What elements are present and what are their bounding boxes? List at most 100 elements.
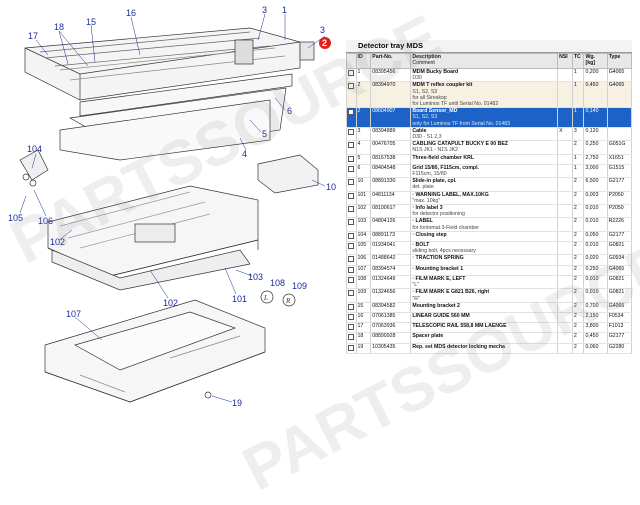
row-checkbox-cell[interactable] <box>346 164 357 179</box>
row-checkbox[interactable] <box>348 276 354 283</box>
cell-description: TELESCOPIC RAIL 558,8 MM LAENGE <box>410 322 559 334</box>
cell-type: G0821 <box>606 275 632 290</box>
row-checkbox-cell[interactable] <box>346 343 357 354</box>
cell-part-no: 08604907 <box>370 107 412 128</box>
row-checkbox-cell[interactable] <box>346 140 357 155</box>
row-checkbox[interactable] <box>348 155 354 162</box>
row-checkbox[interactable] <box>348 303 354 310</box>
description-text: Grid 15/80, F115cm, compl. <box>412 164 479 171</box>
row-checkbox-cell[interactable] <box>346 191 357 206</box>
cell-tc: 2 <box>571 343 585 354</box>
cell-type: G2177 <box>606 177 632 192</box>
comment-text: F115cm, 15/80 <box>412 171 447 178</box>
row-checkbox[interactable] <box>348 324 354 331</box>
cell-nsi <box>557 254 573 266</box>
row-checkbox[interactable] <box>348 290 354 297</box>
row-checkbox-cell[interactable] <box>346 127 357 142</box>
row-checkbox-cell[interactable] <box>346 254 357 266</box>
description-text: · Mounting bracket 1 <box>412 265 464 272</box>
row-checkbox-cell[interactable] <box>346 231 357 243</box>
cell-weight: 0,060 <box>583 343 608 354</box>
row-checkbox[interactable] <box>348 344 354 351</box>
row-checkbox[interactable] <box>348 334 354 341</box>
description-text: · Info label 3 <box>412 205 443 212</box>
row-checkbox-cell[interactable] <box>346 265 357 276</box>
col-weight[interactable]: Wg. [kg] <box>583 53 608 69</box>
row-checkbox-cell[interactable] <box>346 204 357 219</box>
cell-tc: 2 <box>571 312 585 324</box>
row-checkbox-cell[interactable] <box>346 275 357 290</box>
cell-nsi <box>557 241 573 256</box>
row-checkbox[interactable] <box>348 256 354 263</box>
row-checkbox[interactable] <box>348 266 354 273</box>
row-checkbox-cell[interactable] <box>346 81 357 109</box>
cell-description: · FILM MARK E G821 B26, right"R" <box>410 288 559 303</box>
slide-in-plate-small <box>257 154 319 194</box>
row-checkbox[interactable] <box>348 83 354 90</box>
row-checkbox[interactable] <box>348 206 354 213</box>
row-checkbox-cell[interactable] <box>346 312 357 324</box>
row-checkbox[interactable] <box>348 313 354 320</box>
row-checkbox-cell[interactable] <box>346 154 357 165</box>
row-checkbox[interactable] <box>348 165 354 172</box>
cell-weight: 0,450 <box>583 81 608 109</box>
row-checkbox[interactable] <box>348 232 354 239</box>
callout-102: 102 <box>50 237 65 247</box>
row-checkbox[interactable] <box>348 192 354 199</box>
row-checkbox[interactable] <box>348 219 354 226</box>
col-description[interactable]: Description Comment <box>410 53 559 69</box>
cell-type: G2177 <box>606 231 632 243</box>
cell-part-no: 08891330 <box>370 177 412 192</box>
row-checkbox-cell[interactable] <box>346 302 357 313</box>
row-checkbox[interactable] <box>348 243 354 250</box>
col-type[interactable]: Type <box>606 53 632 69</box>
row-checkbox[interactable] <box>348 70 354 76</box>
callout-103: 103 <box>248 272 263 282</box>
row-checkbox[interactable] <box>348 128 354 135</box>
cell-part-no: 01488642 <box>370 254 412 266</box>
cell-id: 18 <box>355 332 372 344</box>
row-checkbox-cell[interactable] <box>346 68 357 83</box>
callout-19: 19 <box>232 398 242 408</box>
row-checkbox-cell[interactable] <box>346 177 357 192</box>
col-part-no[interactable]: Part-No. <box>370 53 412 69</box>
row-checkbox[interactable] <box>348 109 354 116</box>
row-checkbox-cell[interactable] <box>346 241 357 256</box>
callout-3: 3 <box>262 5 267 15</box>
row-checkbox-cell[interactable] <box>346 322 357 334</box>
cell-weight: 3,800 <box>583 322 608 334</box>
cell-type: G4065 <box>606 302 632 313</box>
col-nsi[interactable]: NSI <box>557 53 573 69</box>
cell-tc: 2 <box>571 191 585 206</box>
col-id[interactable]: ID <box>355 53 372 69</box>
row-checkbox-cell[interactable] <box>346 332 357 344</box>
row-checkbox-cell[interactable] <box>346 217 357 232</box>
row-checkbox-cell[interactable] <box>346 288 357 303</box>
row-checkbox[interactable] <box>348 179 354 186</box>
col-tc[interactable]: TC <box>571 53 585 69</box>
row-checkbox-cell[interactable] <box>346 107 357 128</box>
row-checkbox[interactable] <box>348 142 354 149</box>
